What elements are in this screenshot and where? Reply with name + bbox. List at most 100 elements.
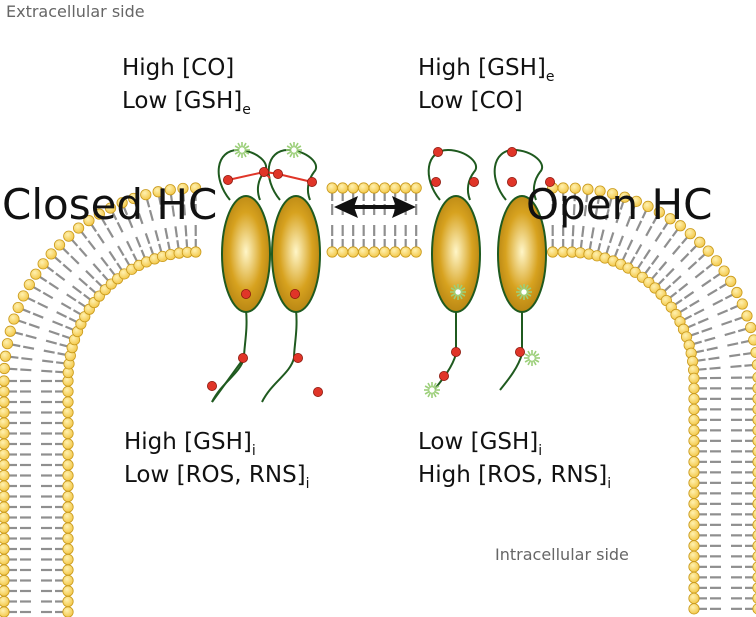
lipid-head [688,508,700,520]
spark-core [238,146,246,154]
lipid-tail [66,293,77,302]
lipid-tail [78,247,88,258]
lipid-head [752,530,756,541]
lipid-tail [108,250,117,262]
lipid-tail [85,270,95,280]
lipid-head [748,334,756,346]
lipid-tail [604,208,610,221]
lipid-head [752,477,756,489]
lipid-head [0,606,10,617]
lipid-tail [634,243,643,255]
lipid-head [0,511,10,524]
lipid-head [688,382,700,394]
lipid-head [83,215,95,227]
lipid-head [582,183,594,195]
lipid-head [326,182,338,194]
lipid-head [684,228,696,240]
lipid-tail [56,311,68,318]
lipid-head [688,372,700,384]
extracellular-side-label: Extracellular side [6,2,145,21]
lipid-tail [617,235,624,247]
hemichannel-subunits [211,148,547,403]
glutathionylation-spark [424,382,440,398]
lipid-tail [626,239,634,251]
lipid-head [326,246,338,258]
lipid-tail [92,263,102,273]
lipid-tail [581,225,585,238]
lipid-head [0,448,10,461]
lipid-head [53,239,66,251]
lipid-tail [62,263,73,273]
lipid-head [128,192,140,205]
lipid-tail [42,291,54,300]
lipid-tail [645,225,653,237]
lipid-head [752,603,756,615]
lipid-head [37,258,49,270]
lipid-tail [164,227,169,240]
lipid-head [751,359,756,371]
lipid-tail [594,206,599,218]
lipid-tail [70,255,80,265]
lipid-tail [184,225,188,237]
lipid-tail [48,282,59,290]
lipid-tail [148,209,154,222]
lipid-head [63,230,75,242]
lipid-head [688,603,700,615]
lipid-tail [643,249,651,260]
lipid-head [116,197,128,209]
lipid-tail [21,357,33,361]
lipid-head [189,182,202,194]
lipid-head [752,519,756,531]
lipid-tail [712,298,724,306]
channel-modifications [206,142,556,398]
lipid-head [62,406,74,419]
lipid-head [752,551,756,562]
lipid-tail [20,368,32,372]
lipid-tail [137,213,144,225]
lipid-head [674,220,686,232]
spark-core [528,354,536,362]
lipid-head [688,424,700,436]
lipid-tail [687,261,698,271]
lipid-head [0,385,10,398]
lipid-tail [729,353,741,358]
lipid-tail [663,238,672,249]
lipid-tail [116,221,124,233]
lipid-head [688,477,700,489]
lipid-tail [135,236,142,248]
lipid-tail [154,230,160,242]
lipid-head [688,550,700,562]
lipid-tail [171,205,176,217]
lipid-head [745,321,756,334]
lipid-head [750,346,756,359]
lipid-tail [717,309,729,316]
lipid-head [347,182,359,194]
lipid-head [741,310,753,322]
lipid-tail [590,227,595,239]
lipid-head [688,466,700,478]
extracellular-loop [427,148,477,201]
lipid-tail [87,240,96,251]
lipid-head [752,393,756,405]
lipid-head [606,188,619,200]
lipid-head [752,582,756,594]
lipid-head [752,467,756,478]
cysteine-residue [240,288,251,299]
lipid-head [379,182,391,194]
lipid-head [718,265,730,277]
glutathionylation-spark [516,284,532,300]
lipid-tail [701,327,713,333]
lipid-head [752,498,756,510]
lipid-head [0,480,10,492]
lipid-head [547,246,559,258]
lipid-head [72,222,85,234]
lipid-tail [701,279,712,288]
lipid-head [688,456,700,468]
connexin-subunit [497,195,547,313]
lipid-head [62,385,74,398]
lipid-tail [42,359,54,364]
lipid-head [752,572,756,583]
cysteine-residue [545,176,556,187]
lipid-head [30,268,42,280]
